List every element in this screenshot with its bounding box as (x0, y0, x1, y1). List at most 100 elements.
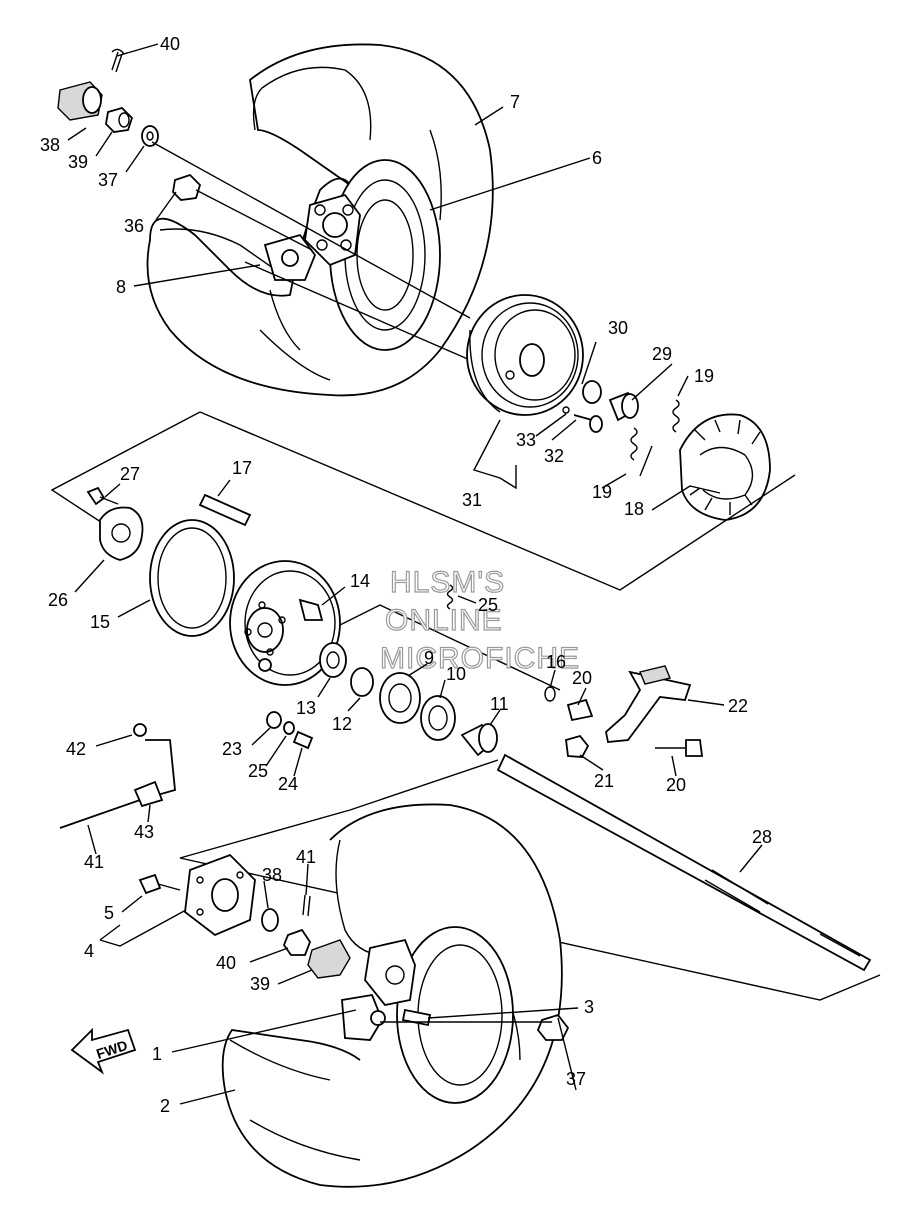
callout-4: 4 (84, 941, 94, 961)
callout-40-top: 40 (160, 34, 180, 54)
callout-38-top: 38 (40, 135, 60, 155)
callout-30: 28 (752, 827, 772, 847)
callout-13: 13 (296, 698, 316, 718)
camshaft-17 (198, 493, 252, 527)
callout-6: 6 (592, 148, 602, 168)
callout-26: 25 (248, 761, 268, 781)
callout-23: 22 (728, 696, 748, 716)
cap-38-top (57, 81, 103, 121)
nut-36-bottom (536, 1013, 570, 1041)
spring-19-b (630, 427, 638, 461)
nut-39-top (105, 106, 134, 133)
callout-17: 17 (232, 458, 252, 478)
callout-35: 33 (516, 430, 536, 450)
washer-20 (566, 698, 594, 722)
seal-10 (420, 695, 456, 741)
callout-37-top: 37 (98, 170, 118, 190)
brake-shoe-18 (679, 413, 771, 521)
cotter-pin-40-top (111, 48, 125, 73)
oring-16 (544, 686, 556, 702)
washer-37-top (141, 125, 159, 147)
seal-28 (99, 506, 144, 561)
cap-38-bottom (307, 939, 351, 979)
hub-4 (184, 853, 256, 937)
callout-8: 8 (116, 277, 126, 297)
callout-33: 31 (462, 490, 482, 510)
brake-panel-14 (229, 560, 341, 686)
brake-drum-33 (466, 294, 584, 416)
nut-22 (565, 734, 590, 758)
bolt-25 (292, 730, 314, 750)
callout-43: 43 (134, 822, 154, 842)
callout-10: 10 (446, 664, 466, 684)
rear-axle-30 (496, 753, 872, 972)
callout-25: 24 (278, 774, 298, 794)
bolt-21 (655, 739, 704, 757)
callout-37-bottom: 38 (262, 865, 282, 885)
callout-40-bottom: 41 (296, 847, 316, 867)
watermark-line-2: ONLINE (385, 604, 503, 637)
collar-31 (608, 391, 639, 422)
upper-rim-6 (263, 159, 441, 351)
callout-32: 30 (608, 318, 628, 338)
oring-32 (582, 380, 602, 404)
callout-36-bottom: 37 (566, 1069, 586, 1089)
oring-15 (149, 519, 235, 637)
callout-22: 21 (594, 771, 614, 791)
watermark-line-1: HLSM'S (390, 566, 505, 599)
callout-34: 32 (544, 446, 564, 466)
collar-12 (350, 667, 374, 697)
nut-36-top (172, 173, 202, 201)
callout-labels: 40 7 38 6 39 37 36 8 30 29 19 33 32 17 2… (40, 34, 772, 1116)
callout-28: 26 (48, 590, 68, 610)
callout-20: 20 (572, 668, 592, 688)
spring-19-a (672, 399, 680, 433)
bolt-29 (86, 486, 119, 506)
callout-3: 3 (584, 997, 594, 1017)
callout-21: 20 (666, 775, 686, 795)
callout-36-top: 36 (124, 216, 144, 236)
brake-arm-23 (605, 665, 692, 743)
washer-24 (266, 711, 282, 729)
callout-16: 16 (546, 652, 566, 672)
washer-37-bottom (261, 908, 279, 932)
brake-rod-41 (59, 723, 176, 829)
callout-31: 29 (652, 344, 672, 364)
callout-9: 9 (424, 648, 434, 668)
washer-35 (562, 406, 570, 414)
callout-11: 11 (490, 694, 509, 714)
watermark: HLSM'S ONLINE MICROFICHE (379, 565, 579, 675)
callout-39-top: 39 (68, 152, 88, 172)
callout-38-bottom: 39 (250, 974, 270, 994)
callout-41: 41 (84, 852, 104, 872)
nut-39-bottom (282, 928, 312, 956)
callout-2: 2 (160, 1096, 170, 1116)
callout-5: 5 (104, 903, 114, 923)
spring-27 (446, 584, 454, 610)
callout-42: 42 (66, 739, 86, 759)
callout-27: 25 (478, 595, 498, 615)
callout-14: 14 (350, 571, 370, 591)
lower-rim-1 (341, 926, 514, 1104)
washer-26 (283, 721, 295, 735)
callout-12: 12 (332, 714, 352, 734)
bolt-3 (401, 1008, 432, 1027)
bolt-34 (573, 414, 603, 433)
bolt-5 (138, 873, 181, 895)
leader-lines (67, 43, 763, 1105)
callout-7: 7 (510, 92, 520, 112)
callout-24: 23 (222, 739, 242, 759)
callout-19-b: 19 (592, 482, 612, 502)
callout-29: 27 (120, 464, 140, 484)
seal-13 (319, 642, 347, 678)
callout-19-a: 19 (694, 366, 714, 386)
callout-39-bottom: 40 (216, 953, 236, 973)
fwd-arrow: FWD (70, 1027, 137, 1075)
collar-11 (460, 723, 498, 757)
callout-18: 18 (624, 499, 644, 519)
callout-1: 1 (152, 1044, 162, 1064)
bearing-9 (379, 672, 421, 724)
callout-15: 15 (90, 612, 110, 632)
cotter-pin-40-bottom (302, 894, 311, 917)
